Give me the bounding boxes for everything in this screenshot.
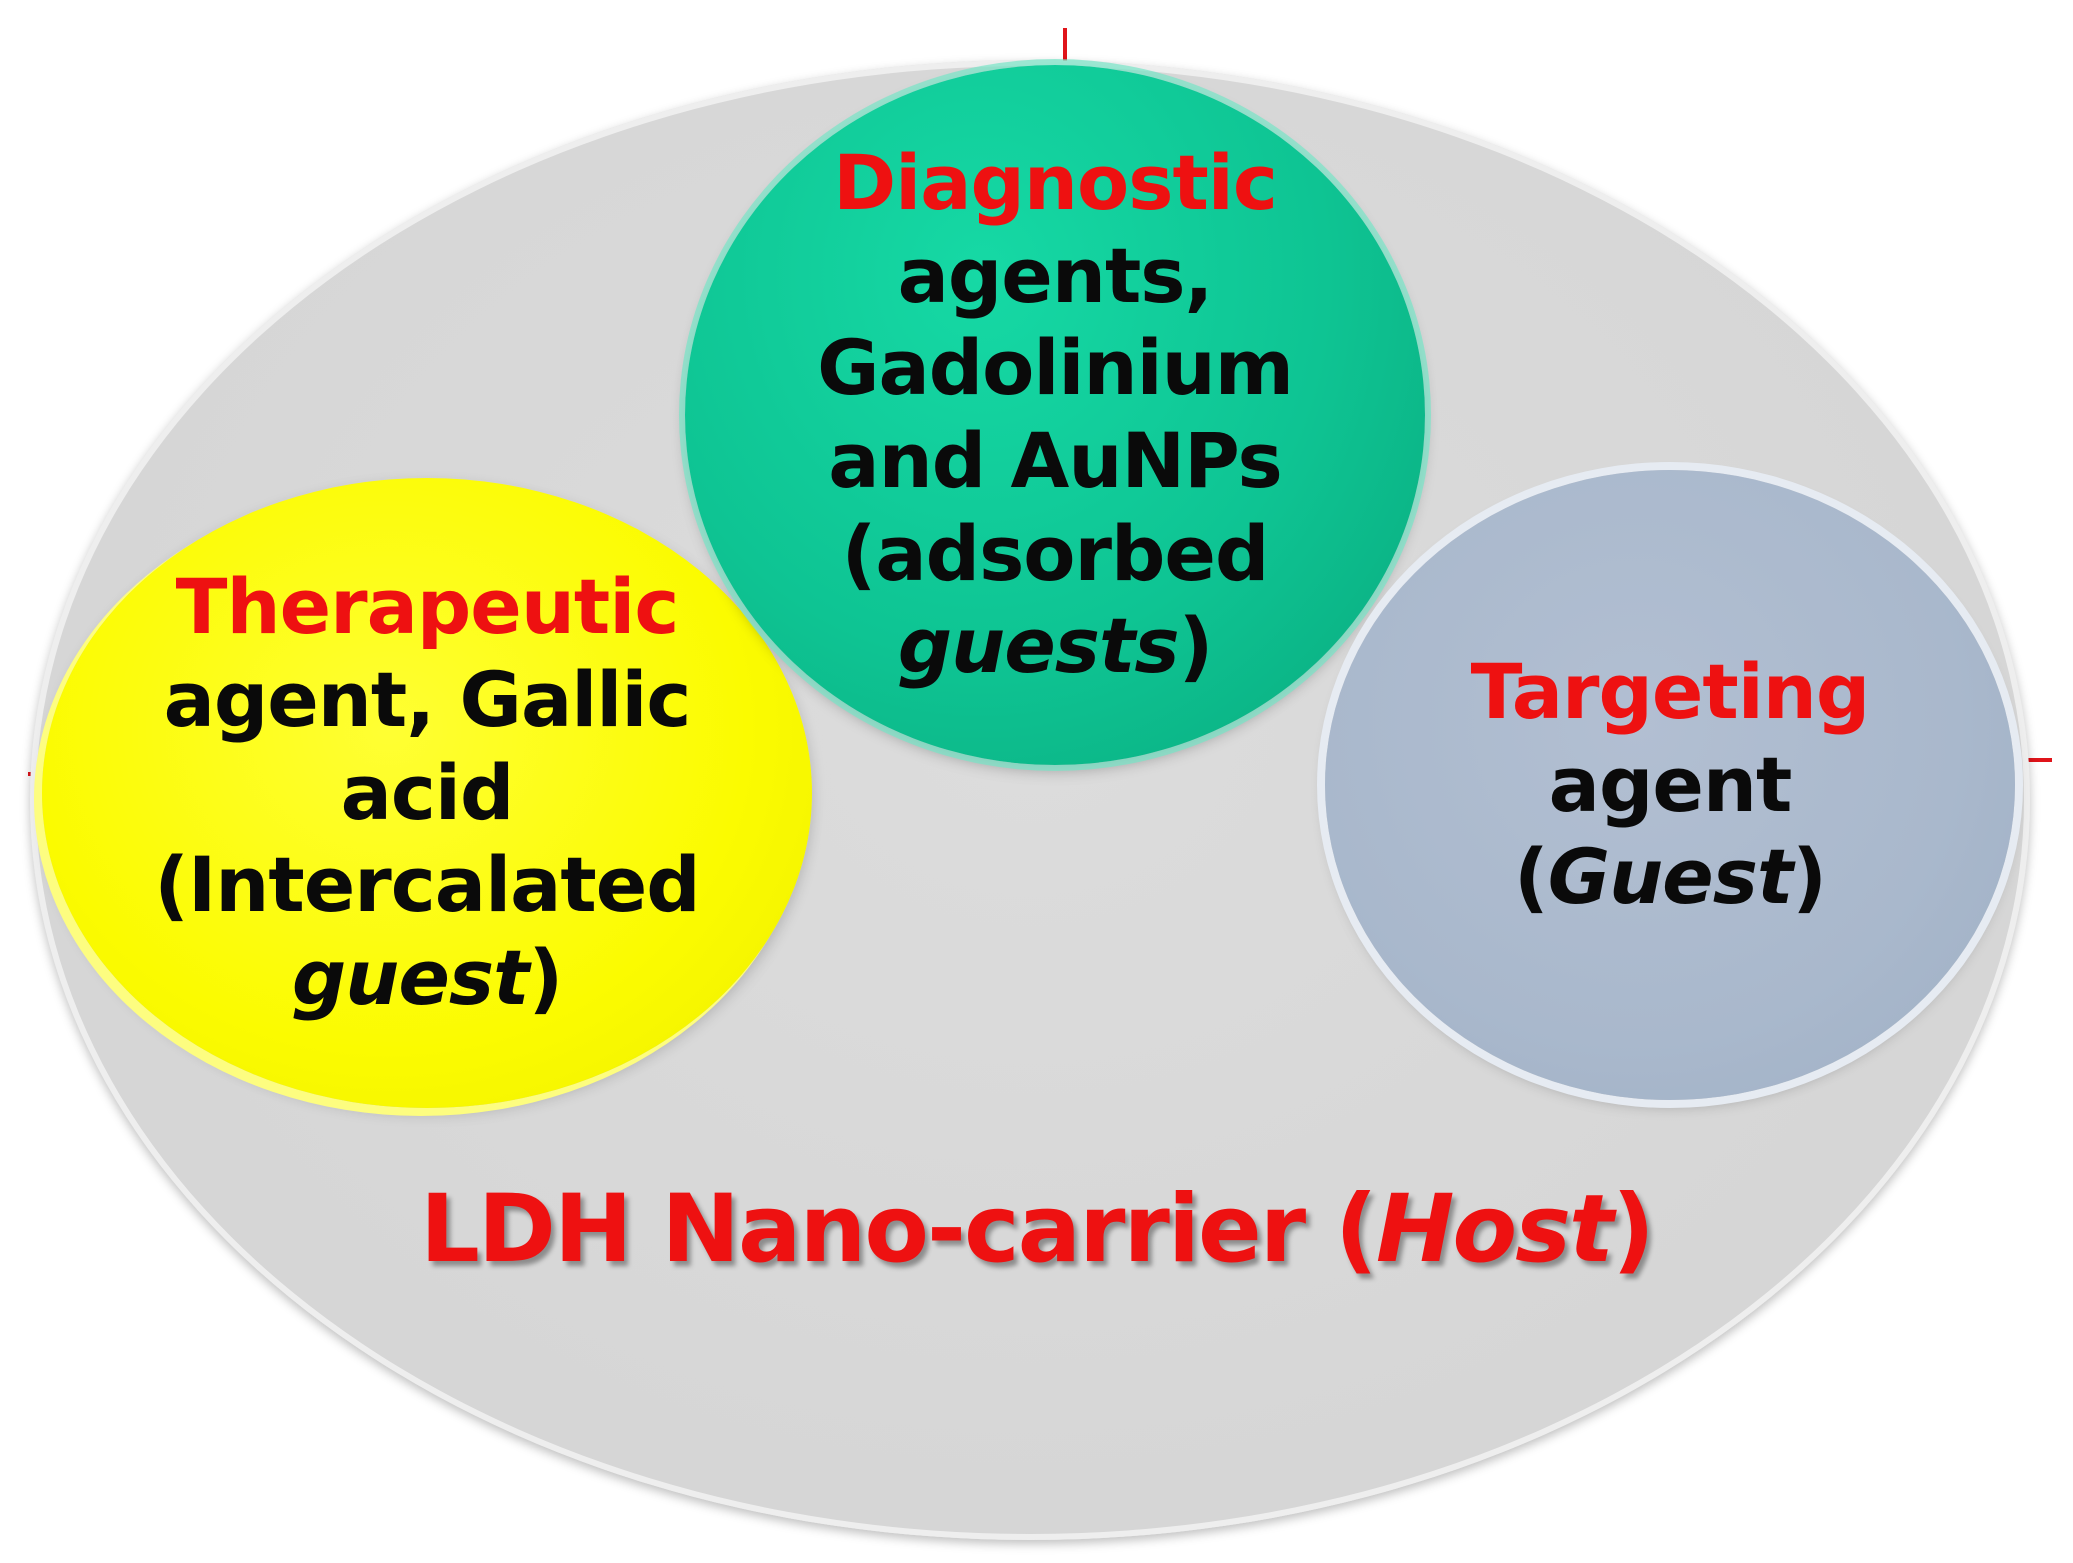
diagnostic-line-2: Gadolinium bbox=[817, 323, 1294, 413]
diagnostic-line-1: agents, bbox=[897, 230, 1214, 320]
targeting-agent-bubble: Targeting agent (Guest) bbox=[1325, 470, 2015, 1100]
host-italic: Host bbox=[1375, 1175, 1614, 1284]
diagnostic-line-3: and AuNPs bbox=[828, 416, 1282, 505]
diagnostic-agent-bubble: Diagnostic agents, Gadolinium and AuNPs … bbox=[685, 65, 1425, 765]
right-tick-mark bbox=[2012, 758, 2052, 762]
top-tick-mark bbox=[1063, 28, 1067, 64]
targeting-line-2: (Guest) bbox=[1513, 832, 1827, 922]
therapeutic-label: Therapeutic bbox=[175, 562, 680, 652]
therapeutic-guest-italic: guest bbox=[291, 933, 530, 1023]
targeting-label: Targeting bbox=[1470, 646, 1871, 736]
targeting-line-1: agent bbox=[1548, 739, 1793, 829]
diagnostic-line-5: guests) bbox=[897, 601, 1214, 691]
therapeutic-line-4: guest) bbox=[291, 933, 563, 1023]
diagnostic-guests-italic: guests bbox=[897, 601, 1180, 691]
therapeutic-line-1: agent, Gallic bbox=[163, 654, 692, 744]
targeting-guest-italic: Guest bbox=[1547, 832, 1794, 922]
therapeutic-agent-bubble: Therapeutic agent, Gallic acid (Intercal… bbox=[42, 478, 812, 1108]
therapeutic-line-3: (Intercalated bbox=[154, 840, 700, 930]
host-title: LDH Nano-carrier (Host) bbox=[420, 1175, 1655, 1284]
diagnostic-label: Diagnostic bbox=[833, 137, 1278, 227]
diagnostic-line-4: (adsorbed bbox=[841, 508, 1270, 598]
therapeutic-line-2: acid bbox=[340, 747, 515, 837]
